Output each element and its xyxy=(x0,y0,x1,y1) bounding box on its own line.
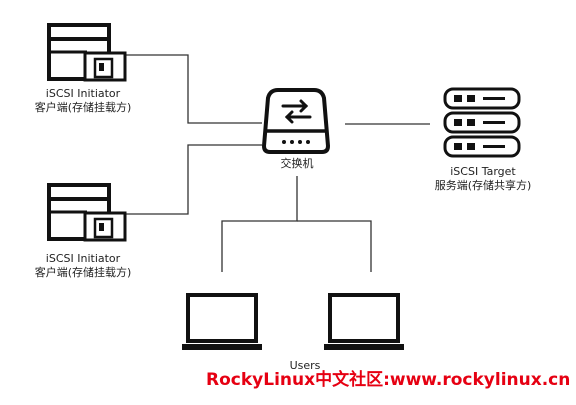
initiator-bottom-title: iSCSI Initiator xyxy=(45,252,121,265)
initiator-bottom-label: iSCSI Initiator 客户端(存储挂载方) xyxy=(22,252,144,280)
link-initiator-top-switch xyxy=(120,54,262,124)
initiator-top-title: iSCSI Initiator xyxy=(45,87,121,100)
connection-lines xyxy=(120,54,430,272)
initiator-bottom-icon xyxy=(47,183,127,242)
initiator-bottom-role: 客户端(存储挂载方) xyxy=(34,266,132,279)
laptop-left-icon xyxy=(182,293,262,350)
target-title: iSCSI Target xyxy=(450,165,516,178)
switch-icon xyxy=(261,88,331,154)
initiator-top-label: iSCSI Initiator 客户端(存储挂载方) xyxy=(22,87,144,115)
watermark-text: RockyLinux中文社区:www.rockylinux.cn xyxy=(206,370,571,390)
users-label: Users xyxy=(289,359,321,372)
initiator-top-role: 客户端(存储挂载方) xyxy=(34,101,132,114)
target-server-icon xyxy=(443,87,521,158)
link-switch-user-right xyxy=(297,220,372,272)
target-label: iSCSI Target 服务端(存储共享方) xyxy=(418,165,548,193)
initiator-top-icon xyxy=(47,23,127,82)
switch-label: 交换机 xyxy=(280,157,314,170)
target-role: 服务端(存储共享方) xyxy=(434,179,532,192)
link-initiator-bottom-switch xyxy=(120,144,262,215)
link-switch-user-left xyxy=(221,176,298,272)
laptop-right-icon xyxy=(324,293,404,350)
